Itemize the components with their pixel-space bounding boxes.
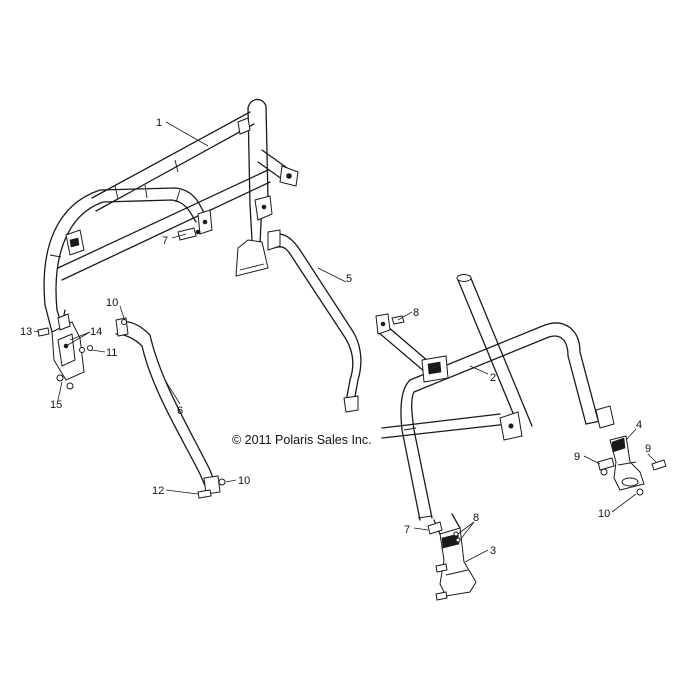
callout-2: 2 (490, 372, 496, 384)
callout-3: 3 (490, 545, 496, 557)
callout-9-left: 9 (574, 451, 580, 463)
part-6-brace (115, 317, 221, 495)
callout-6: 6 (177, 405, 183, 417)
part-4-foot-bracket (609, 435, 645, 491)
part-2-front-cage (375, 274, 615, 521)
part-5-brace (267, 229, 362, 413)
copyright-notice: © 2011 Polaris Sales Inc. (232, 433, 372, 447)
callout-15: 15 (50, 399, 62, 411)
callout-8-upper: 8 (413, 307, 419, 319)
part-1-rear-cage (43, 98, 299, 333)
callout-labels: 1 2 3 4 5 6 7 7 8 8 9 9 10 10 10 11 12 1… (20, 117, 651, 557)
callout-7-upper: 7 (162, 235, 168, 247)
callout-1: 1 (156, 117, 162, 129)
callout-11: 11 (106, 347, 117, 359)
callout-12: 12 (152, 485, 164, 497)
callout-9-right: 9 (645, 443, 651, 455)
callout-10-lower: 10 (238, 475, 250, 487)
part-3-foot-bracket (433, 513, 477, 597)
callout-4: 4 (636, 419, 642, 431)
callout-10-upper: 10 (106, 297, 118, 309)
callout-10-right: 10 (598, 508, 610, 520)
callout-7-lower: 7 (404, 524, 410, 536)
callout-14: 14 (90, 326, 102, 338)
leader-lines (33, 121, 657, 563)
callout-8-lower: 8 (473, 512, 479, 524)
callout-5: 5 (346, 273, 352, 285)
left-mount-bracket (51, 309, 85, 381)
callout-13: 13 (20, 326, 32, 338)
